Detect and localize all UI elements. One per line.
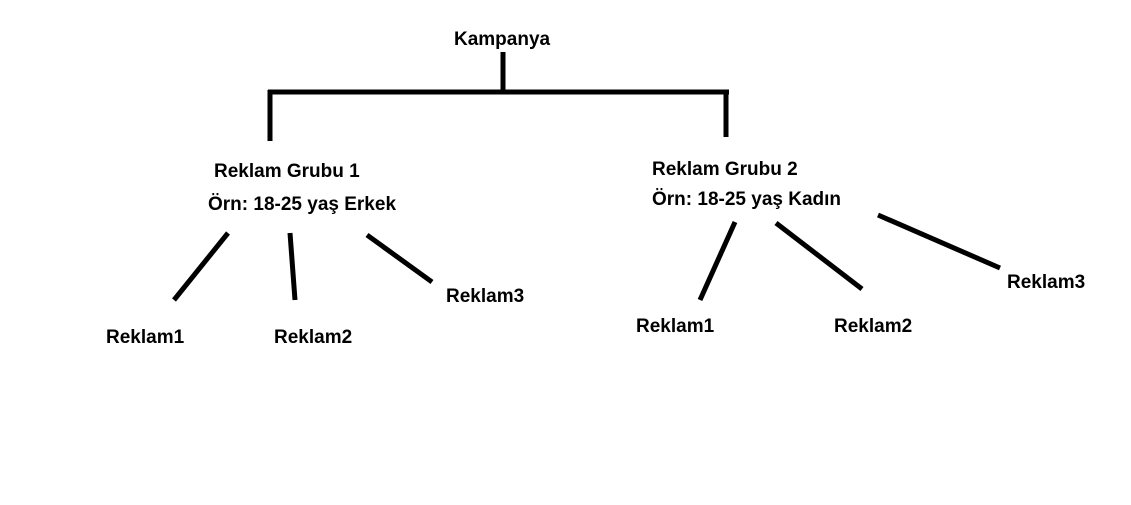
group-2-ad-3-line <box>877 212 1001 271</box>
group-1-ad-1-label: Reklam1 <box>106 327 185 348</box>
group-2-ad-2-label: Reklam2 <box>834 316 913 337</box>
group-1-ad-3-label: Reklam3 <box>446 286 525 307</box>
group-2-ad-1-label: Reklam1 <box>636 316 715 337</box>
group-2-subtitle: Örn: 18-25 yaş Kadın <box>652 189 842 210</box>
root-node-label: Kampanya <box>454 29 551 50</box>
group-1-ad-2-label: Reklam2 <box>274 327 353 348</box>
group-1-ad-3-line <box>365 232 434 285</box>
group-2-ad-2-line <box>774 221 864 291</box>
group-2-title: Reklam Grubu 2 <box>652 159 798 180</box>
group-1-subtitle: Örn: 18-25 yaş Erkek <box>208 194 397 215</box>
group-1-ad-2-line <box>287 232 298 301</box>
group-2-ad-3-label: Reklam3 <box>1007 272 1086 293</box>
group-1-ad-1-line <box>172 231 230 302</box>
group-1-title: Reklam Grubu 1 <box>214 161 360 182</box>
group-2-ad-1-line <box>697 220 738 302</box>
